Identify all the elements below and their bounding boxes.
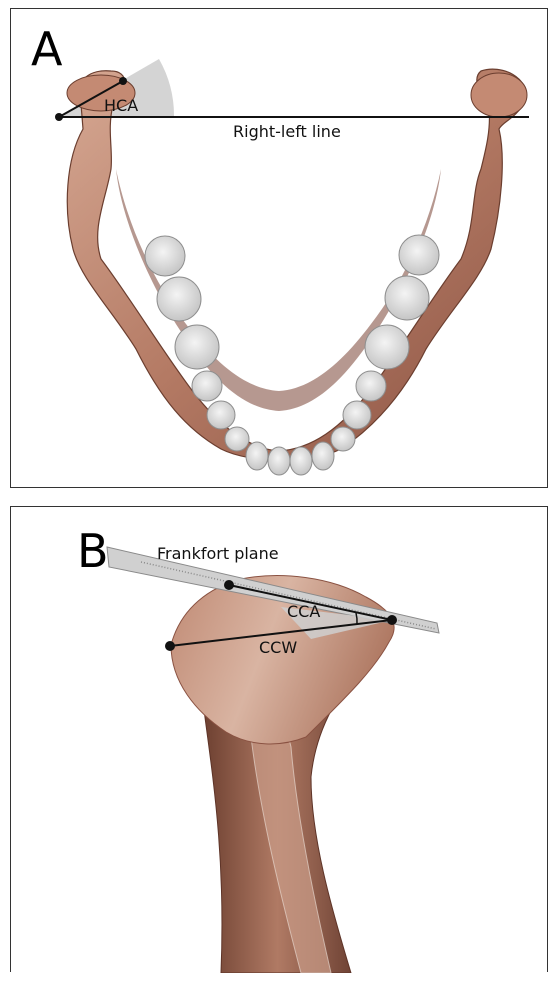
cca-vertex-point [387, 615, 397, 625]
condyle-diagram: B Frankfort plane CCA CCW [11, 507, 549, 973]
frankfort-plane-label: Frankfort plane [157, 544, 279, 563]
mandible-diagram: A HCA Right-left line [11, 9, 549, 489]
cca-label: CCA [287, 602, 320, 621]
panel-a: A HCA Right-left line [10, 8, 548, 488]
panel-a-letter: A [31, 22, 63, 76]
panel-b-letter: B [77, 524, 109, 578]
right-left-line-label: Right-left line [233, 122, 341, 141]
hca-label: HCA [104, 96, 138, 115]
ccw-label: CCW [259, 638, 297, 657]
frankfort-point [224, 580, 234, 590]
panel-b: B Frankfort plane CCA CCW [10, 506, 548, 972]
hca-point-medial [119, 77, 127, 85]
hca-point-lateral [55, 113, 63, 121]
ccw-point-medial [165, 641, 175, 651]
right-condyle [471, 73, 527, 117]
